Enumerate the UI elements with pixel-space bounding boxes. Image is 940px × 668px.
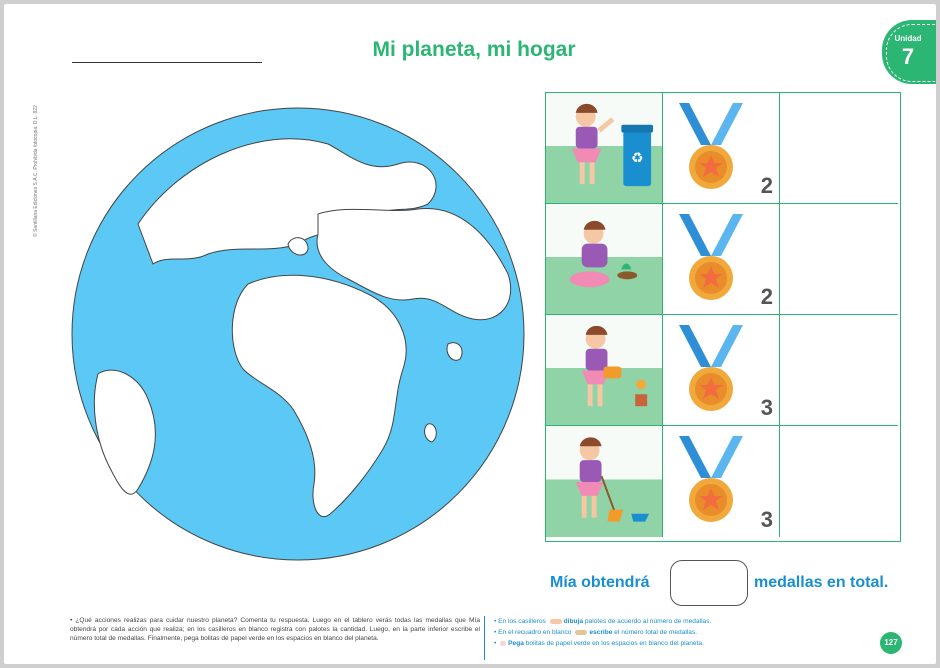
- tally-box[interactable]: [780, 93, 898, 204]
- medal-count: 3: [760, 395, 773, 420]
- unit-label: Unidad: [894, 34, 922, 43]
- activity-scene-watering: [546, 315, 663, 426]
- sweeping-girl-illustration: [575, 437, 650, 522]
- medal-cell: 3: [663, 315, 780, 426]
- medal-count: 2: [760, 173, 773, 198]
- name-line[interactable]: [72, 62, 262, 63]
- step-item: • En el recuadro en blanco escribe el nú…: [494, 629, 698, 636]
- activity-scene-sweeping: [546, 426, 663, 537]
- medal-cell: 3: [663, 426, 780, 537]
- step-item: • Pega bolitas de papel verde en los esp…: [494, 640, 704, 647]
- unit-badge-ring: [886, 24, 935, 82]
- copyright-notice: © Santillana Ediciones S.A.C. Prohibida …: [33, 105, 39, 237]
- medal-icon: [679, 325, 743, 411]
- watering-girl-illustration: [581, 325, 648, 407]
- svg-text:♻: ♻: [631, 149, 643, 165]
- activity-scene-recycling: ♻: [546, 93, 663, 204]
- medal-board: ♻ 2: [545, 92, 901, 542]
- continent-south-america: [93, 369, 156, 495]
- recycling-girl-illustration: ♻: [571, 103, 654, 187]
- island: [446, 342, 463, 361]
- medal-icon: [679, 103, 743, 189]
- worksheet-page: Mi planeta, mi hogar Unidad 7 © Santilla…: [4, 4, 936, 664]
- continent-africa: [231, 274, 407, 517]
- continent-europe: [316, 207, 512, 321]
- total-before-text: Mía obtendrá: [550, 574, 650, 591]
- medal-icon: [679, 214, 743, 300]
- step-item: • En los casilleros dibuja palotes de ac…: [494, 618, 712, 625]
- medal-cell: 2: [663, 93, 780, 204]
- tally-box[interactable]: [780, 204, 898, 315]
- island: [424, 423, 437, 443]
- planting-girl-illustration: [569, 220, 638, 288]
- tally-box[interactable]: [780, 315, 898, 426]
- unit-badge: Unidad 7: [882, 20, 936, 84]
- student-steps: • En los casilleros dibuja palotes de ac…: [494, 616, 824, 649]
- page-title: Mi planeta, mi hogar: [372, 38, 576, 61]
- island: [287, 237, 309, 256]
- medal-cell: 2: [663, 204, 780, 315]
- total-after-text: medallas en total.: [754, 574, 889, 591]
- page-number-badge: 127: [880, 632, 902, 654]
- unit-number: 7: [901, 44, 915, 69]
- crayon-icon: [549, 618, 562, 624]
- footer-divider: [484, 616, 485, 660]
- earth-globe-illustration[interactable]: [68, 104, 528, 564]
- activity-scene-planting: [546, 204, 663, 315]
- medal-count: 2: [760, 284, 773, 309]
- teacher-instructions: • ¿Qué acciones realizas para cuidar nue…: [70, 617, 480, 642]
- glue-icon: [500, 640, 507, 646]
- tally-box[interactable]: [780, 426, 898, 537]
- total-sentence: Mía obtendrá medallas en total.: [550, 560, 910, 610]
- pencil-icon: [575, 629, 588, 635]
- total-answer-box[interactable]: [670, 560, 748, 606]
- medal-count: 3: [760, 507, 773, 532]
- medal-icon: [679, 436, 743, 522]
- continent-north: [137, 138, 437, 265]
